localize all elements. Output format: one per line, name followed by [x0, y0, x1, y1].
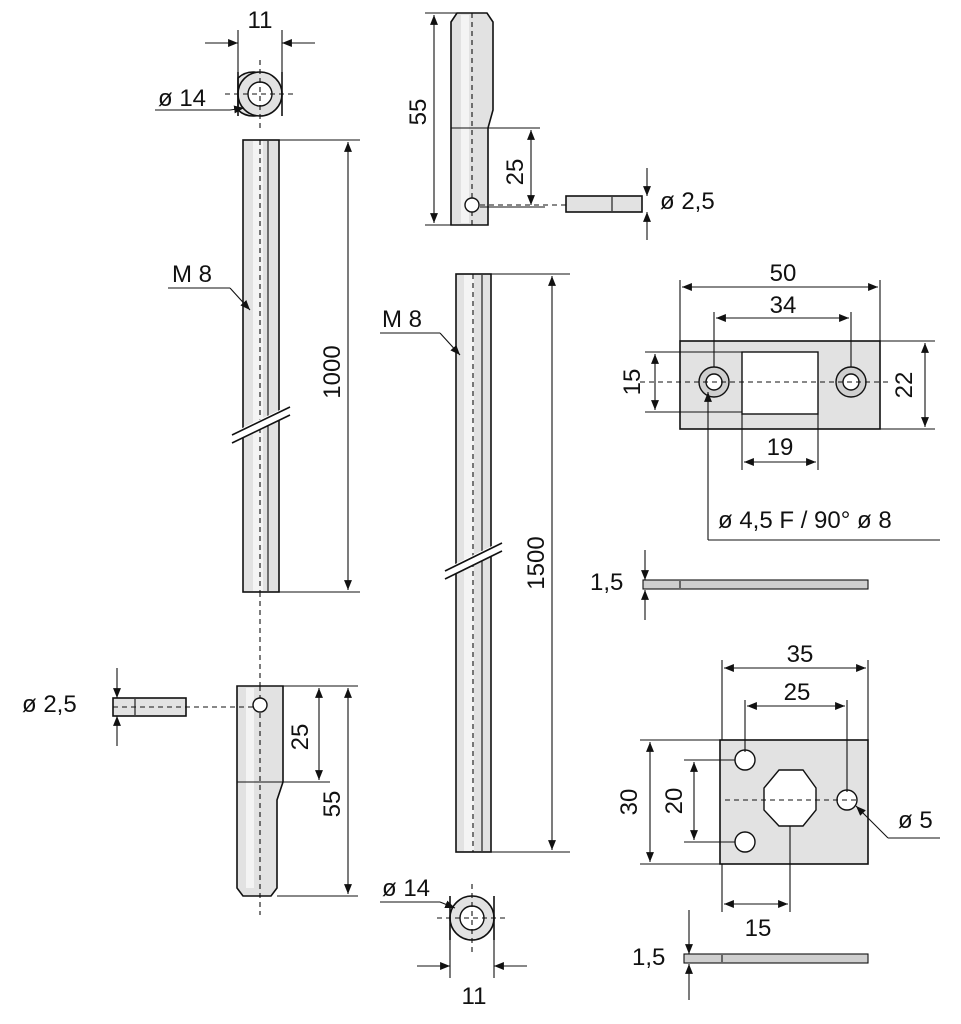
plate-a-holes-label: 34 — [770, 292, 797, 319]
rod-b-length-label: 1500 — [523, 536, 550, 589]
tip-bottom-hole-label: 25 — [287, 724, 314, 751]
plate-b-holes-label: 20 — [661, 788, 688, 815]
pin-bottom-diameter-label: ø 2,5 — [22, 691, 77, 718]
plate-b-hole-diameter-label: ø 5 — [898, 807, 933, 834]
rod-a-diameter-label: ø 14 — [158, 85, 206, 112]
strike-plate-b: 35 25 30 20 ø 5 15 — [616, 641, 940, 942]
rod-a-top-view: 11 ø 14 — [155, 7, 315, 130]
plate-b-inner-label: 25 — [784, 679, 811, 706]
plate-b-offset-label: 15 — [745, 915, 772, 942]
tip-bottom-length-label: 55 — [319, 791, 346, 818]
tip-bottom: ø 2,5 25 55 — [22, 668, 358, 915]
plate-a-slot-label: 19 — [767, 434, 794, 461]
rod-a-body: M 8 1000 — [168, 139, 360, 593]
plate-a-thickness-label: 1,5 — [590, 569, 623, 596]
plate-a-countersink-label: ø 4,5 F / 90° ø 8 — [718, 507, 892, 534]
rod-a-length-label: 1000 — [319, 345, 346, 398]
strike-plate-b-side: 1,5 — [632, 910, 869, 1000]
rod-b-width-label: 11 — [462, 983, 487, 1010]
plate-a-left-label: 15 — [619, 369, 646, 396]
rod-b-body: M 8 1500 — [380, 273, 570, 853]
plate-a-total-label: 50 — [770, 260, 797, 287]
rod-a-thread-label: M 8 — [172, 261, 212, 288]
rod-b-thread-label: M 8 — [382, 306, 422, 333]
tip-top-hole-label: 25 — [502, 159, 529, 186]
strike-plate-a: 50 34 15 22 19 ø 4,5 F / 90° ø 8 — [619, 260, 940, 541]
plate-b-thickness-label: 1,5 — [632, 944, 665, 971]
strike-plate-a-side: 1,5 — [590, 550, 869, 620]
tip-top: 55 25 ø 2,5 — [405, 12, 715, 240]
plate-a-height-label: 22 — [891, 372, 918, 399]
rod-b-diameter-label: ø 14 — [382, 875, 430, 902]
plate-b-height-label: 30 — [616, 789, 643, 816]
rod-b-bottom-view: ø 14 11 — [380, 875, 527, 1010]
plate-b-total-label: 35 — [787, 641, 814, 668]
tip-top-length-label: 55 — [405, 99, 432, 126]
pin-top-diameter-label: ø 2,5 — [660, 188, 715, 215]
rod-a-width-label: 11 — [248, 7, 273, 34]
